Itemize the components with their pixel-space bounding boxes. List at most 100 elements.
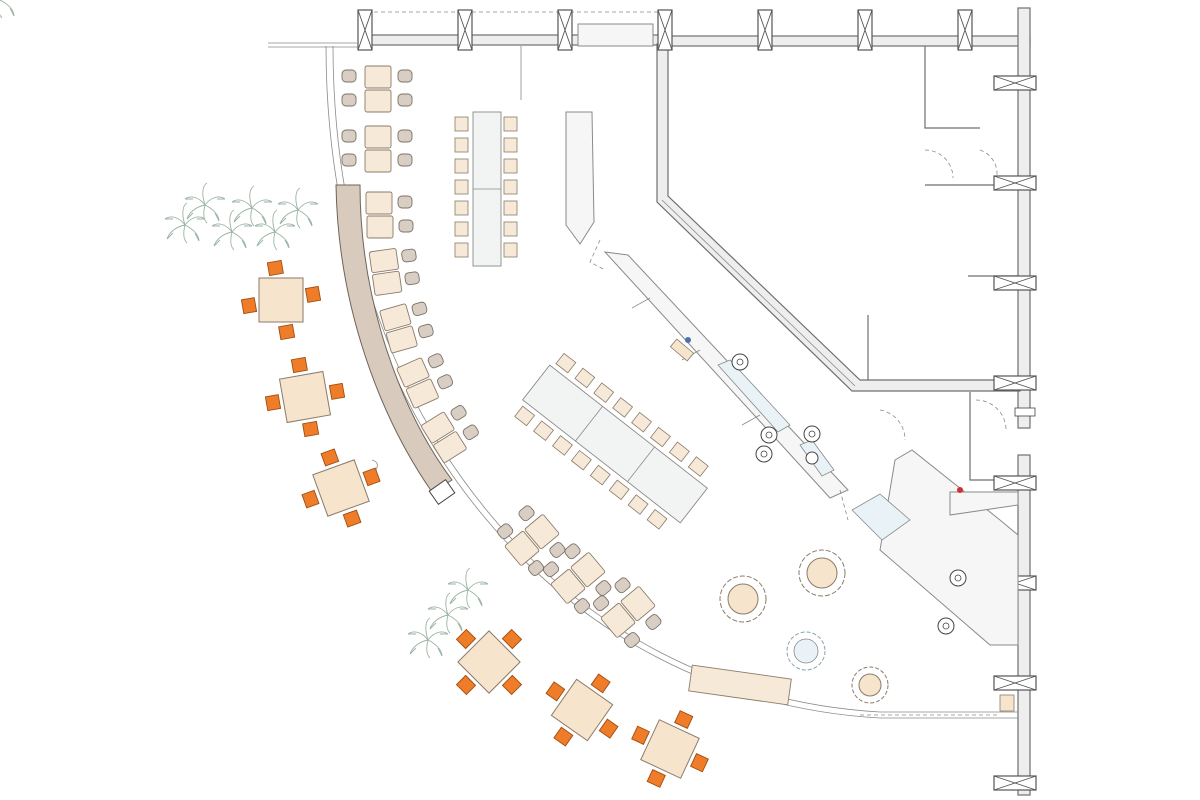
chair xyxy=(401,248,417,263)
terrace-table-set xyxy=(301,448,381,528)
lower-table-cluster-3 xyxy=(593,577,662,648)
chair xyxy=(398,219,414,233)
plants xyxy=(0,0,489,659)
plant-icon xyxy=(447,567,489,609)
chair xyxy=(341,153,357,167)
communal-table-diagonal xyxy=(514,352,709,530)
plant-icon xyxy=(277,187,319,229)
terrace xyxy=(240,259,709,788)
bar-counter-corner xyxy=(949,491,1019,516)
plant-icon xyxy=(254,209,296,251)
door-swing-room xyxy=(979,149,998,176)
chair xyxy=(397,195,413,209)
lower-table-cluster-2 xyxy=(543,543,612,614)
column xyxy=(993,775,1037,791)
door-swing-kitchen xyxy=(879,409,906,441)
chairs-top xyxy=(555,352,709,477)
table xyxy=(366,215,394,239)
chairs-right xyxy=(503,116,518,258)
back-bar-north xyxy=(565,111,595,245)
chair xyxy=(404,271,420,286)
door-swing-storage xyxy=(924,149,954,179)
bar-stool xyxy=(937,617,955,635)
diagonal-partition-wall xyxy=(656,43,1021,392)
round-table xyxy=(719,575,767,623)
table xyxy=(364,89,392,113)
banquette-end xyxy=(428,479,456,505)
table xyxy=(364,125,392,149)
column xyxy=(557,9,573,51)
column xyxy=(857,9,873,51)
chair xyxy=(417,323,434,339)
host-stand xyxy=(999,694,1015,712)
east-wall-upper xyxy=(1017,7,1031,429)
chair xyxy=(437,374,454,390)
chair xyxy=(427,353,444,369)
bar-stool xyxy=(731,353,749,371)
column xyxy=(357,9,373,51)
round-table-glass xyxy=(786,631,826,671)
chair xyxy=(397,69,413,83)
storage-wall xyxy=(924,46,980,129)
column xyxy=(657,9,673,51)
window-sill xyxy=(577,23,654,47)
plant-icon xyxy=(0,0,15,19)
facade-columns xyxy=(357,9,973,51)
counter-edge xyxy=(589,239,606,271)
plant-icon xyxy=(407,617,449,659)
column xyxy=(993,275,1037,291)
interior-table-group xyxy=(341,65,414,239)
chairs-bottom xyxy=(514,405,668,530)
tap-icon xyxy=(685,337,691,343)
lower-table-cluster-1 xyxy=(497,505,566,576)
column xyxy=(993,475,1037,491)
table xyxy=(385,325,418,354)
column xyxy=(457,9,473,51)
bar-stool xyxy=(803,425,821,443)
column xyxy=(993,75,1037,91)
plant-icon xyxy=(184,182,226,224)
chairs-left xyxy=(454,116,469,258)
column xyxy=(757,9,773,51)
round-table xyxy=(798,549,846,597)
table xyxy=(421,411,455,444)
chair xyxy=(397,93,413,107)
bar-stools xyxy=(731,353,967,635)
counter-edge-2 xyxy=(839,489,849,521)
east-columns xyxy=(993,75,1037,791)
table xyxy=(365,191,393,215)
bar-stool xyxy=(760,426,778,444)
banquette-table-group xyxy=(368,248,479,463)
table xyxy=(396,357,430,388)
column xyxy=(993,675,1037,691)
bar-stool xyxy=(755,445,773,463)
north-kitchen-wall xyxy=(669,35,1031,47)
plant-icon xyxy=(164,202,206,244)
terrace-table-set xyxy=(631,710,709,788)
chair xyxy=(341,129,357,143)
east-wall-lower xyxy=(1017,454,1031,796)
office-wall xyxy=(969,392,1018,481)
terrace-table-set xyxy=(240,259,322,341)
long-table xyxy=(522,364,708,524)
service-tray xyxy=(669,338,695,362)
table xyxy=(372,270,403,296)
chair xyxy=(397,129,413,143)
chair xyxy=(411,301,428,317)
table xyxy=(433,431,467,463)
plant-icon xyxy=(231,185,273,227)
table xyxy=(364,149,392,173)
plant-icon xyxy=(427,592,469,634)
hatch-mark xyxy=(1014,407,1036,417)
bar-counter xyxy=(565,111,1019,646)
chair xyxy=(341,93,357,107)
wall-inner-line xyxy=(661,199,856,387)
chair xyxy=(462,424,479,441)
terrace-table-set xyxy=(455,628,523,696)
terrace-table-set xyxy=(545,673,619,747)
chair xyxy=(341,69,357,83)
lounge-bench xyxy=(688,664,792,706)
column xyxy=(993,375,1037,391)
chair xyxy=(450,405,467,421)
table xyxy=(368,248,399,274)
